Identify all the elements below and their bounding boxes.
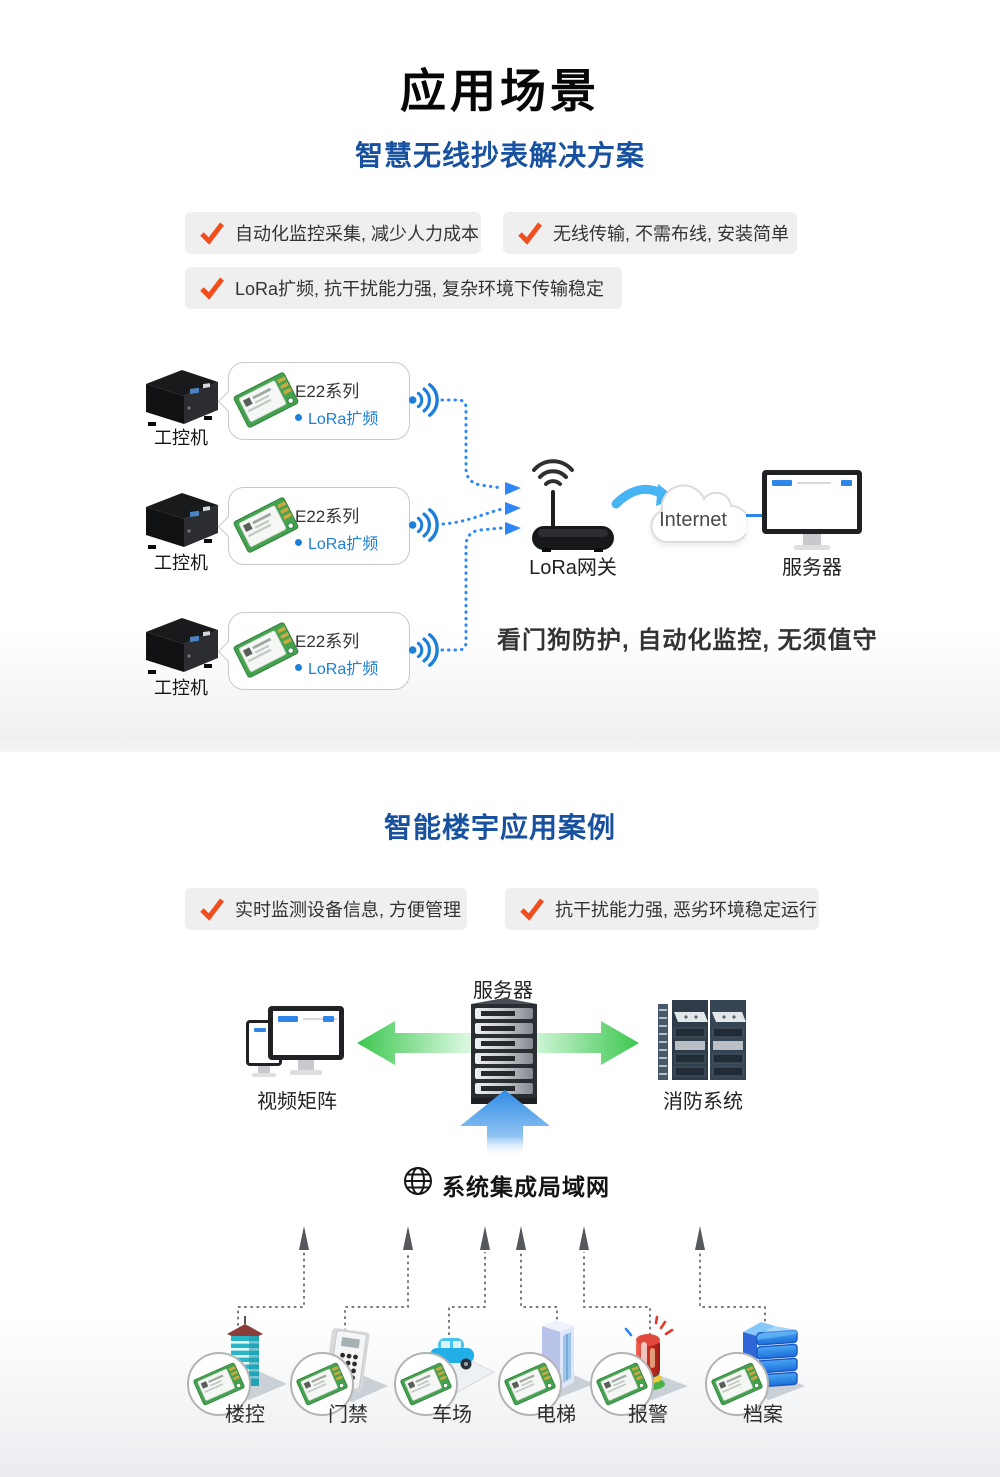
module-bubble: E22系列 LoRa扩频: [228, 612, 410, 690]
pcb-module-icon: [231, 619, 301, 681]
module-feature-label: LoRa扩频: [308, 411, 379, 428]
module-badge: [590, 1352, 654, 1416]
device-label: 工控机: [154, 553, 208, 573]
check-icon: [517, 220, 543, 246]
video-matrix-icon: [246, 1006, 346, 1086]
industrial-pc-icon: [140, 614, 224, 680]
screen-button: [323, 1016, 334, 1022]
industrial-pc-icon: [140, 366, 224, 432]
feature-text: LoRa扩频, 抗干扰能力强, 复杂环境下传输稳定: [235, 279, 605, 299]
gateway-label: LoRa网关: [529, 557, 617, 579]
feature-text: 抗干扰能力强, 恶劣环境稳定运行: [555, 900, 818, 920]
endpoint-label: 楼控: [225, 1404, 265, 1426]
screen-button: [841, 480, 852, 486]
fire-system-icon: [658, 1000, 746, 1080]
watchdog-note: 看门狗防护, 自动化监控, 无须值守: [497, 627, 878, 654]
bullet-dot: [295, 663, 302, 671]
feature-pill: 抗干扰能力强, 恶劣环境稳定运行: [505, 888, 819, 930]
pcb-module-icon: [231, 494, 301, 556]
lan-label: 系统集成局域网: [442, 1174, 610, 1200]
module-bubble: E22系列 LoRa扩频: [228, 487, 410, 565]
pcb-module-icon: [231, 369, 301, 431]
module-bubble: E22系列 LoRa扩频: [228, 362, 410, 440]
feature-pill: LoRa扩频, 抗干扰能力强, 复杂环境下传输稳定: [185, 267, 622, 309]
bullet-dot: [295, 538, 302, 546]
endpoint-label: 门禁: [328, 1404, 368, 1426]
module-badge: [187, 1352, 251, 1416]
lora-gateway-icon: [532, 459, 614, 552]
page-title: 应用场景: [400, 65, 600, 117]
video-matrix-label: 视频矩阵: [257, 1091, 337, 1113]
industrial-pc-icon: [140, 489, 224, 555]
module-series-label: E22系列: [295, 382, 360, 401]
cloud-label: Internet: [659, 509, 727, 531]
check-icon: [199, 896, 225, 922]
module-series-label: E22系列: [295, 632, 360, 651]
module-badge: [498, 1352, 562, 1416]
rack-server-icon: [471, 998, 537, 1104]
module-badge: [394, 1352, 458, 1416]
brand-logo: [278, 1016, 298, 1022]
server-label: 服务器: [473, 980, 533, 1002]
check-icon: [199, 275, 225, 301]
endpoint-label: 档案: [743, 1404, 783, 1426]
bullet-dot: [295, 413, 302, 421]
dashed-connector-lines: [237, 1226, 766, 1366]
feature-text: 自动化监控采集, 减少人力成本: [235, 224, 480, 244]
device-label: 工控机: [154, 678, 208, 698]
device-label: 工控机: [154, 428, 208, 448]
section-meter-reading: 应用场景 智慧无线抄表解决方案 自动化监控采集, 减少人力成本 无线传输, 不需…: [0, 0, 1000, 752]
wifi-signal-icon: [406, 381, 444, 419]
fire-system-label: 消防系统: [663, 1091, 743, 1113]
endpoint-label: 车场: [432, 1404, 472, 1426]
globe-icon: [404, 1167, 432, 1195]
module-feature-label: LoRa扩频: [308, 536, 379, 553]
server-label: 服务器: [782, 557, 842, 579]
module-badge: [705, 1352, 769, 1416]
server-monitor-icon: [762, 470, 862, 554]
endpoint-label: 电梯: [536, 1404, 576, 1426]
section1-subtitle: 智慧无线抄表解决方案: [354, 140, 645, 171]
feature-text: 无线传输, 不需布线, 安装简单: [553, 224, 790, 244]
screen-line: [303, 1018, 337, 1020]
check-icon: [199, 220, 225, 246]
wifi-signal-icon: [406, 631, 444, 669]
module-badge: [290, 1352, 354, 1416]
wifi-signal-icon: [406, 506, 444, 544]
brand-logo: [772, 480, 792, 486]
feature-pill: 无线传输, 不需布线, 安装简单: [503, 212, 797, 254]
feature-pill: 自动化监控采集, 减少人力成本: [185, 212, 481, 254]
feature-text: 实时监测设备信息, 方便管理: [235, 900, 462, 920]
section-smart-building: 智能楼宇应用案例 实时监测设备信息, 方便管理 抗干扰能力强, 恶劣环境稳定运行…: [0, 752, 1000, 1477]
blue-up-arrow: [460, 1090, 550, 1156]
check-icon: [519, 896, 545, 922]
section2-title: 智能楼宇应用案例: [383, 812, 616, 843]
module-feature-label: LoRa扩频: [308, 661, 379, 678]
module-series-label: E22系列: [295, 507, 360, 526]
endpoint-label: 报警: [628, 1404, 668, 1426]
feature-pill: 实时监测设备信息, 方便管理: [185, 888, 467, 930]
internet-cloud-icon: [650, 484, 746, 543]
screen-line: [797, 482, 831, 484]
